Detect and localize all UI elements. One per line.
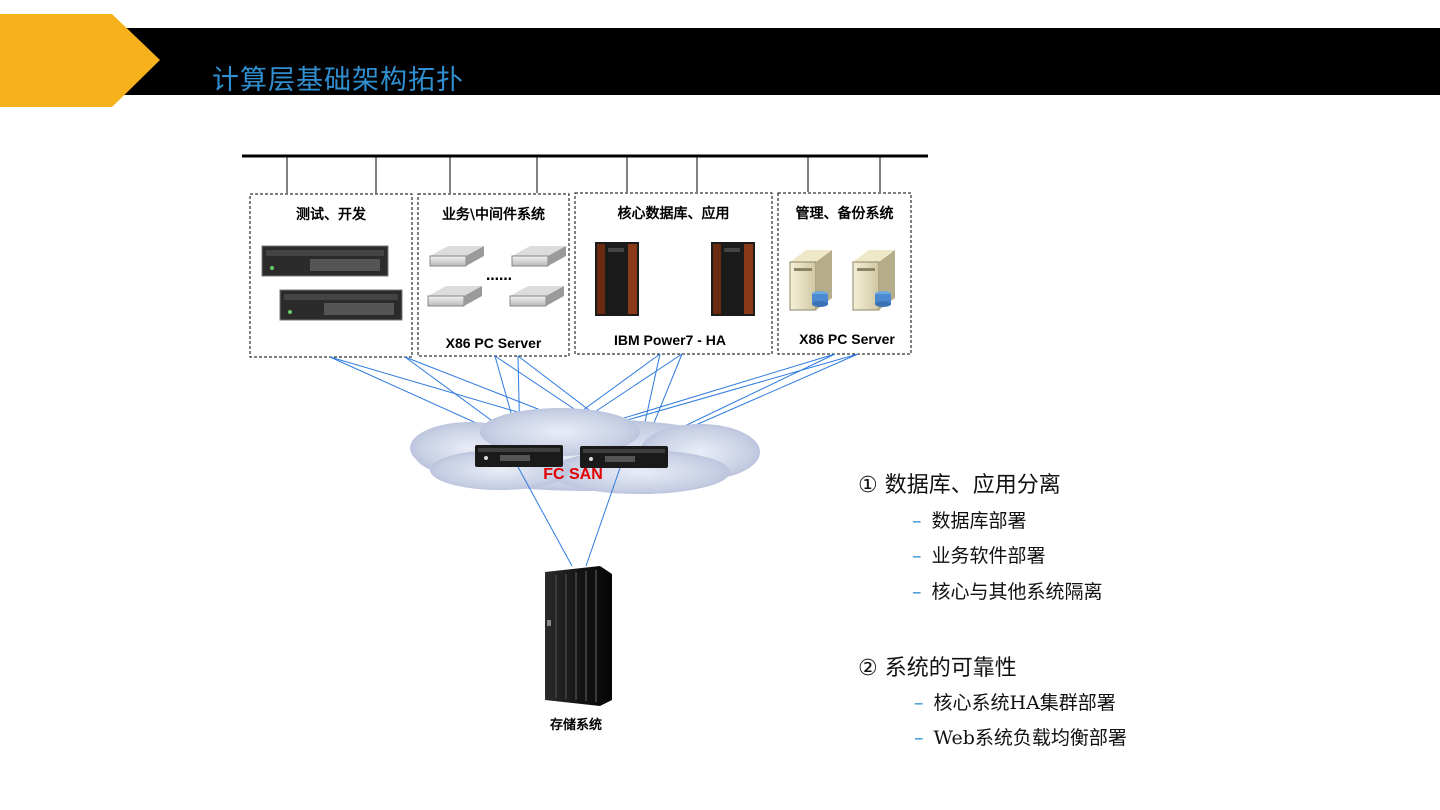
rack-server-1 xyxy=(261,245,389,277)
bullet-dash: – xyxy=(912,545,922,567)
bullet-dash: – xyxy=(912,581,922,603)
network-backbone xyxy=(242,154,928,193)
group-title-test-dev: 测试、开发 xyxy=(296,207,366,223)
bullet-item: –数据库部署 xyxy=(912,506,1027,533)
fc-san-label: FC SAN xyxy=(543,466,603,483)
storage-links xyxy=(517,466,621,567)
rack-server-2 xyxy=(279,289,403,321)
server-label-core-db: IBM Power7 - HA xyxy=(613,332,726,348)
storage-label: 存储系统 xyxy=(549,718,602,733)
header-accent-chevron xyxy=(0,14,160,107)
storage-tower xyxy=(545,566,612,706)
bullet-text: Web系统负载均衡部署 xyxy=(933,727,1127,749)
bullet-item: –核心与其他系统隔离 xyxy=(912,577,1103,604)
middleware-ellipsis: …… xyxy=(486,269,512,284)
san-switch-right xyxy=(580,446,668,468)
bullet-text: 数据库部署 xyxy=(931,510,1027,532)
bullet-text: 业务软件部署 xyxy=(931,545,1046,567)
group-title-middleware: 业务\中间件系统 xyxy=(441,207,546,223)
bullet-dash: – xyxy=(914,727,924,749)
x86-server-3 xyxy=(427,286,482,307)
x86-server-4 xyxy=(509,286,564,307)
x86-server-2 xyxy=(511,246,566,267)
bullet-text: 核心系统HA集群部署 xyxy=(933,692,1116,714)
pc-tower-db-1 xyxy=(789,250,832,311)
page-title: 计算层基础架构拓扑 xyxy=(212,65,464,96)
server-label-middleware: X86 PC Server xyxy=(445,335,542,351)
group-title-core-db: 核心数据库、应用 xyxy=(617,206,730,222)
server-label-mgmt-backup: X86 PC Server xyxy=(799,331,895,347)
bullet-item: –核心系统HA集群部署 xyxy=(914,688,1116,715)
group-box-mgmt-backup xyxy=(777,192,912,355)
bullet-text: 核心与其他系统隔离 xyxy=(931,581,1103,603)
point-title-reliability: ② 系统的可靠性 xyxy=(858,656,1017,681)
pc-tower-db-2 xyxy=(852,250,895,311)
group-box-middleware xyxy=(417,193,570,357)
ibm-power7-tower-2 xyxy=(711,242,755,316)
bullet-item: –Web系统负载均衡部署 xyxy=(914,723,1127,750)
point-title-separation: ① 数据库、应用分离 xyxy=(858,473,1061,498)
group-title-mgmt-backup: 管理、备份系统 xyxy=(795,206,894,222)
san-switch-left xyxy=(475,445,563,467)
bullet-item: –业务软件部署 xyxy=(912,541,1046,568)
bullet-dash: – xyxy=(914,692,924,714)
header-bar xyxy=(0,28,1440,95)
bullet-dash: – xyxy=(912,510,922,532)
ibm-power7-tower-1 xyxy=(595,242,639,316)
group-box-core-db xyxy=(574,192,773,355)
x86-server-1 xyxy=(429,246,484,267)
